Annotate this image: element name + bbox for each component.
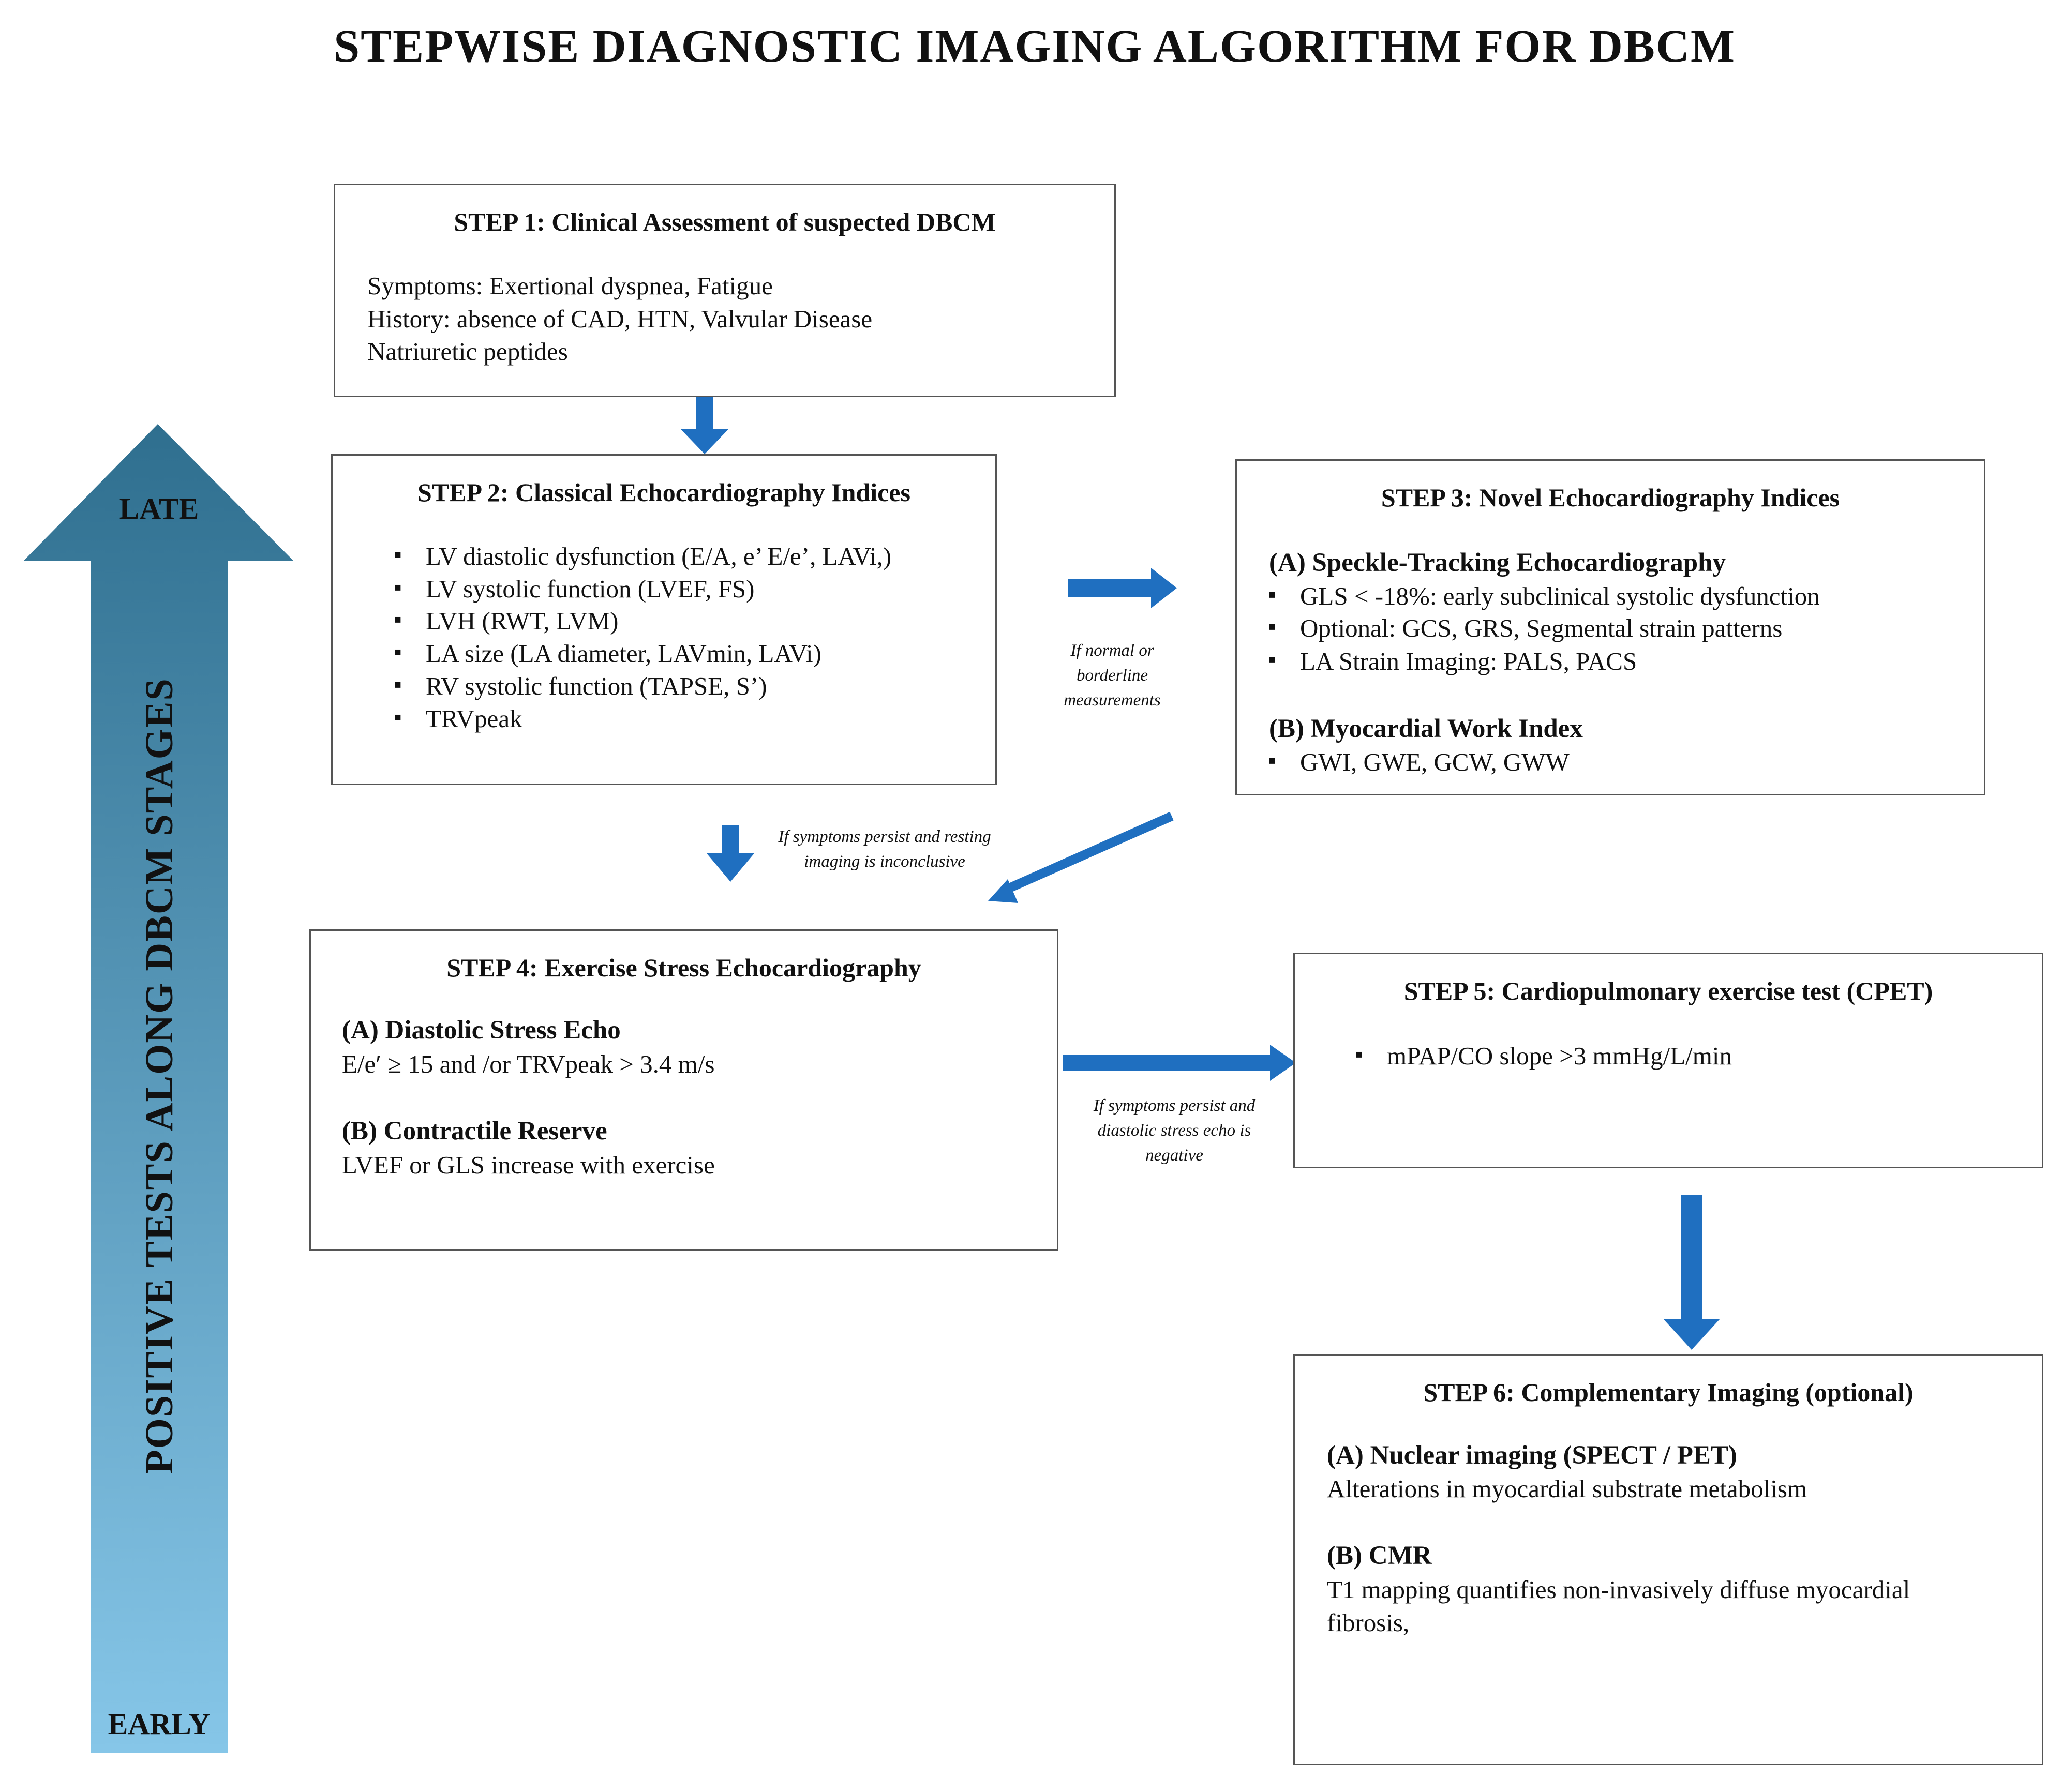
step4-section-a: (A) Diastolic Stress Echo	[342, 1016, 621, 1045]
step4-text-b: LVEF or GLS increase with exercise	[342, 1151, 715, 1179]
step3-bullet-a: Optional: GCS, GRS, Segmental strain pat…	[1268, 615, 1782, 641]
step2-box: STEP 2: Classical Echocardiography Indic…	[331, 454, 997, 785]
arrow-right-icon	[1063, 1045, 1296, 1081]
condition-note-to-step4: If symptoms persist and resting imaging …	[740, 825, 1029, 875]
step2-bullet: LA size (LA diameter, LAVmin, LAVi)	[394, 641, 821, 666]
step1-line: Symptoms: Exertional dyspnea, Fatigue	[367, 272, 773, 300]
arrow-diagonal-icon	[988, 879, 1018, 903]
note-line: diastolic stress echo is	[1097, 1121, 1251, 1140]
note-line: If symptoms persist and	[1093, 1096, 1256, 1115]
note-line: negative	[1145, 1146, 1203, 1165]
step3-section-a: (A) Speckle-Tracking Echocardiography	[1269, 548, 1726, 577]
step5-bullet: mPAP/CO slope >3 mmHg/L/min	[1355, 1043, 1732, 1068]
note-line: imaging is inconclusive	[804, 852, 965, 871]
step6-section-b: (B) CMR	[1327, 1541, 1432, 1570]
arrow-down-icon	[1663, 1195, 1720, 1350]
step1-line: History: absence of CAD, HTN, Valvular D…	[367, 305, 873, 333]
step6-section-a: (A) Nuclear imaging (SPECT / PET)	[1327, 1441, 1737, 1470]
step2-bullet: LVH (RWT, LVM)	[394, 608, 618, 634]
up-arrow-icon	[23, 424, 294, 1753]
step3-title: STEP 3: Novel Echocardiography Indices	[1381, 483, 1840, 512]
step6-text-b: fibrosis,	[1327, 1608, 1410, 1637]
step5-title: STEP 5: Cardiopulmonary exercise test (C…	[1403, 976, 1933, 1005]
arrow-down-icon	[681, 396, 728, 454]
step3-box: STEP 3: Novel Echocardiography Indices (…	[1235, 459, 1985, 795]
note-line: measurements	[1064, 690, 1161, 710]
step5-box: STEP 5: Cardiopulmonary exercise test (C…	[1293, 953, 2043, 1168]
step4-title: STEP 4: Exercise Stress Echocardiography	[446, 953, 921, 982]
step2-bullet: LV systolic function (LVEF, FS)	[394, 576, 754, 601]
step1-box: STEP 1: Clinical Assessment of suspected…	[334, 184, 1116, 397]
step3-section-b: (B) Myocardial Work Index	[1269, 714, 1583, 743]
step4-section-b: (B) Contractile Reserve	[342, 1117, 607, 1146]
step2-bullet: TRVpeak	[394, 706, 522, 731]
stage-late-label: LATE	[119, 492, 199, 525]
step6-text-b: T1 mapping quantifies non-invasively dif…	[1327, 1575, 1910, 1604]
step1-title: STEP 1: Clinical Assessment of suspected…	[454, 207, 996, 236]
condition-note-step4-step5: If symptoms persist and diastolic stress…	[1055, 1094, 1293, 1168]
step2-bullet: RV systolic function (TAPSE, S’)	[394, 673, 767, 699]
page-title: STEPWISE DIAGNOSTIC IMAGING ALGORITHM FO…	[334, 21, 1736, 72]
arrow-diagonal-line	[1002, 811, 1174, 895]
step4-text-a: E/e′ ≥ 15 and /or TRVpeak > 3.4 m/s	[342, 1050, 715, 1078]
note-line: borderline	[1076, 666, 1148, 685]
step3-bullet-a: GLS < -18%: early subclinical systolic d…	[1268, 583, 1820, 609]
step6-title: STEP 6: Complementary Imaging (optional)	[1423, 1378, 1914, 1407]
step1-line: Natriuretic peptides	[367, 337, 568, 366]
step3-bullet-b: GWI, GWE, GCW, GWW	[1268, 749, 1570, 775]
note-line: If normal or	[1070, 641, 1154, 660]
arrow-right-icon	[1068, 568, 1177, 608]
condition-note-step2-step3: If normal or borderline measurements	[1024, 639, 1200, 713]
step4-box: STEP 4: Exercise Stress Echocardiography…	[309, 929, 1058, 1251]
step6-text-a: Alterations in myocardial substrate meta…	[1327, 1474, 1807, 1503]
step2-title: STEP 2: Classical Echocardiography Indic…	[417, 478, 910, 507]
stage-early-label: EARLY	[108, 1707, 211, 1741]
arrow-down-icon	[707, 825, 754, 882]
step6-box: STEP 6: Complementary Imaging (optional)…	[1293, 1354, 2043, 1765]
note-line: If symptoms persist and resting	[778, 827, 991, 846]
step2-bullet: LV diastolic dysfunction (E/A, e’ E/e’, …	[394, 544, 891, 569]
step3-bullet-a: LA Strain Imaging: PALS, PACS	[1268, 649, 1637, 674]
